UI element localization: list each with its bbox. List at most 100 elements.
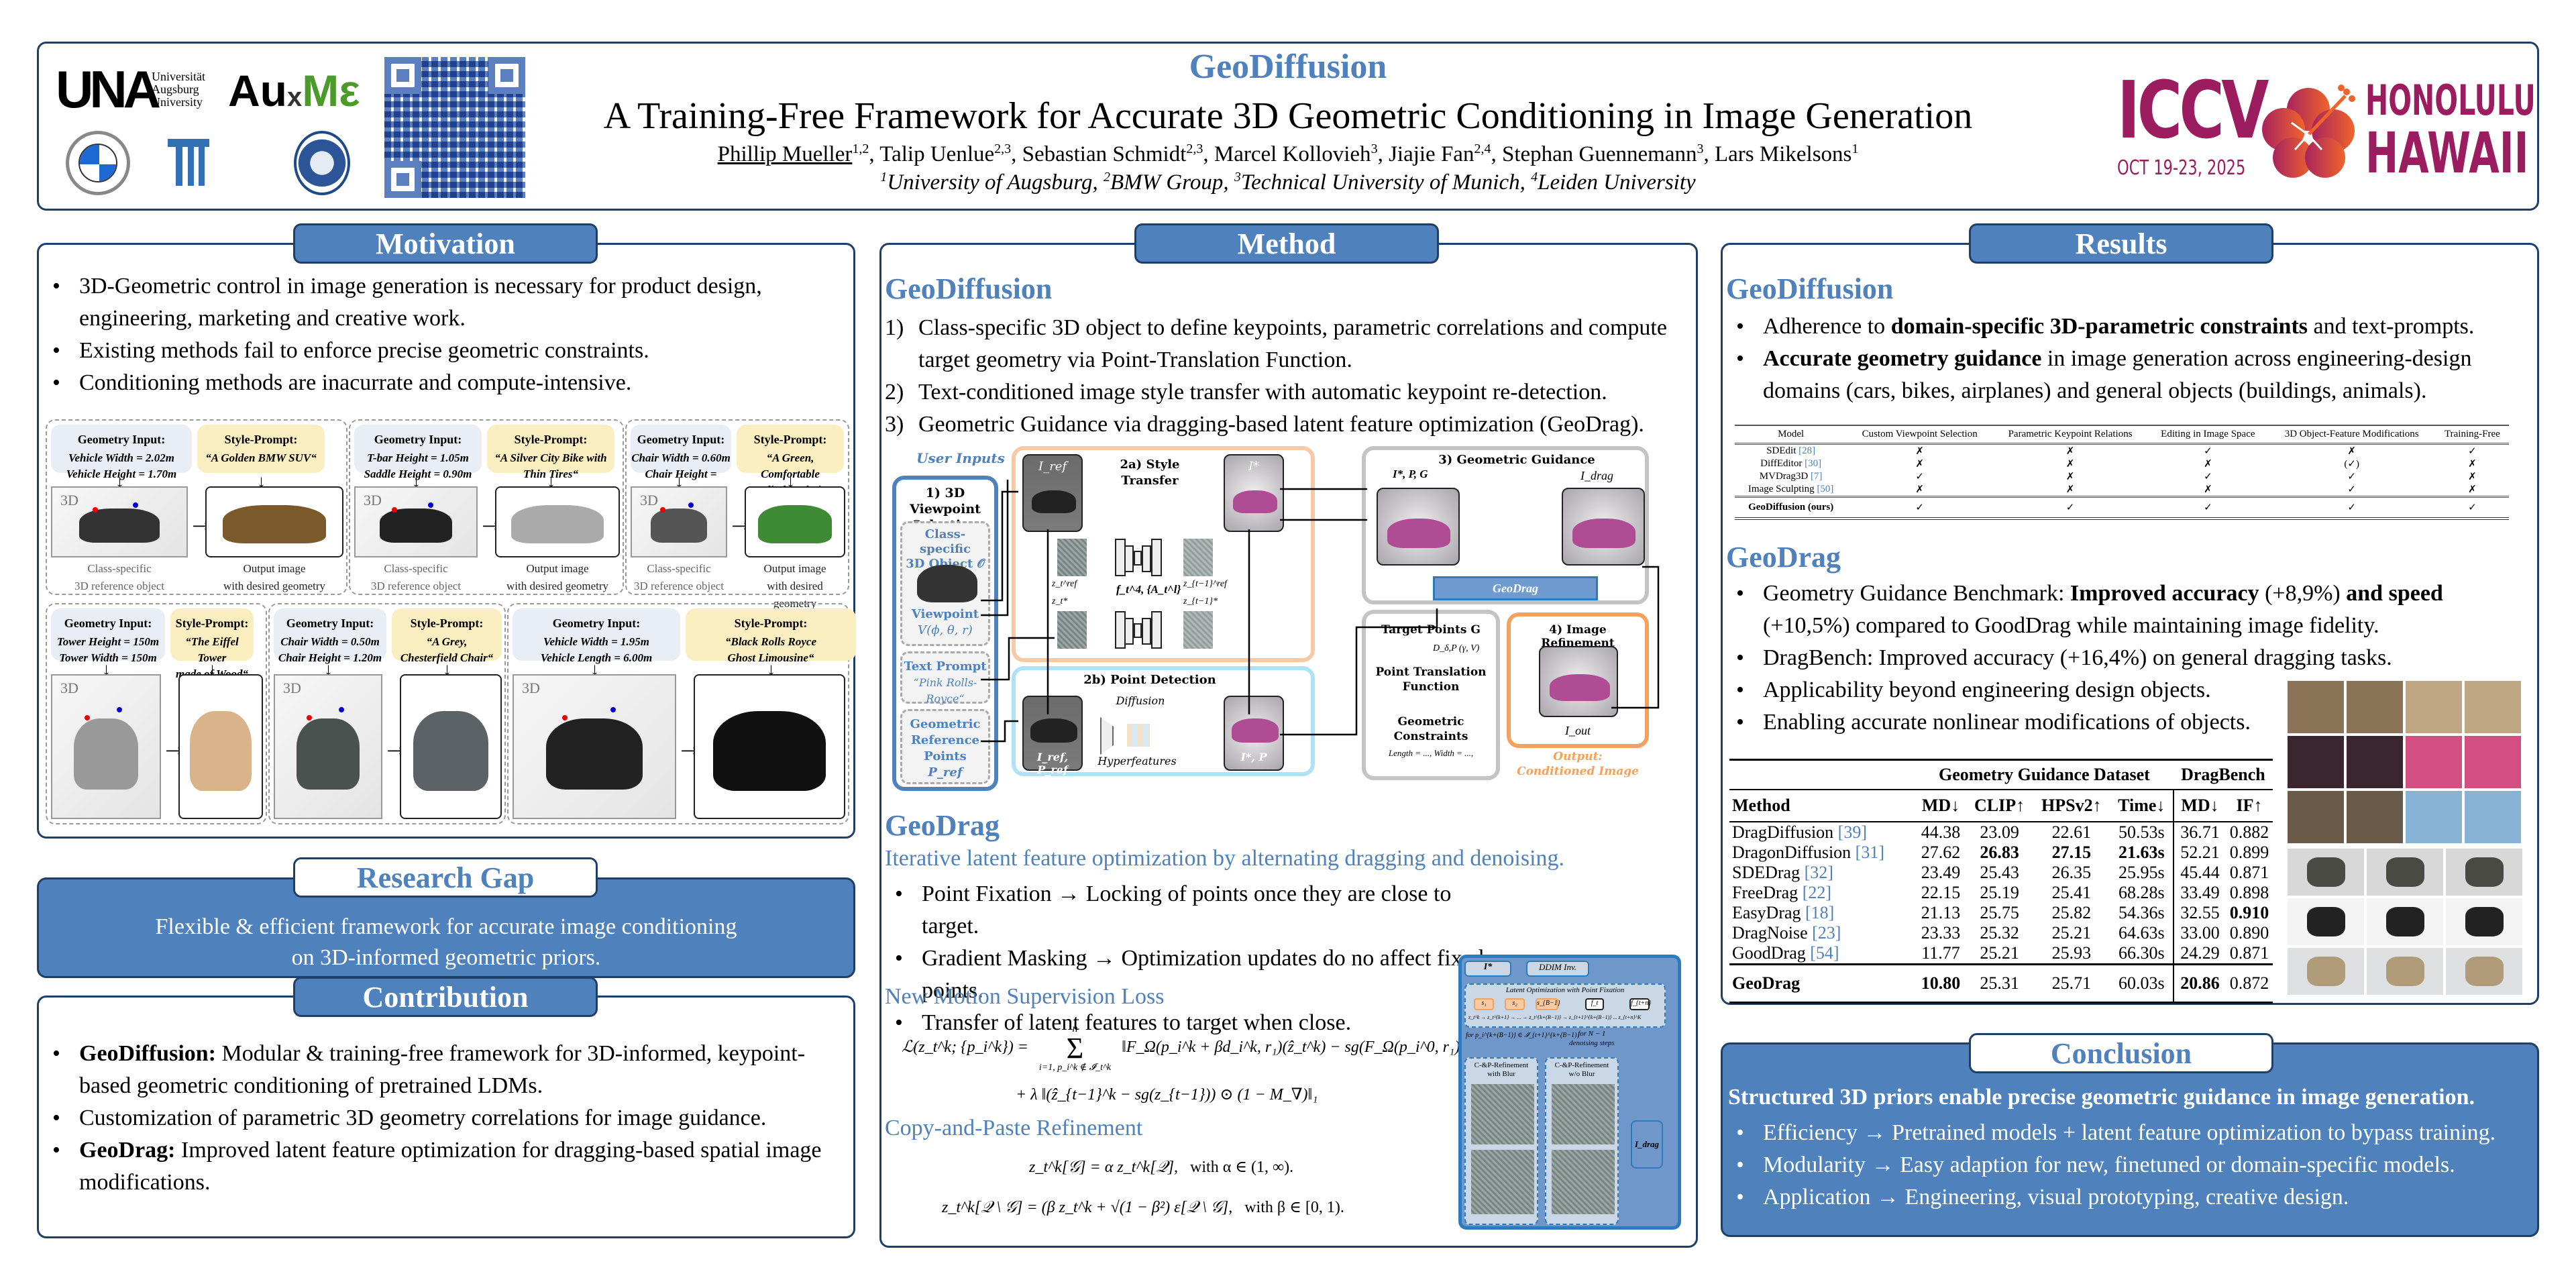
keypoint-marker: [562, 715, 568, 721]
results-panel: GeoDiffusion Adherence to domain-specifi…: [1721, 243, 2539, 1005]
arrow-down-icon: ↓: [786, 472, 795, 491]
reference-3d-box: 3D: [51, 486, 188, 557]
reference-3d-box: 3D: [51, 674, 161, 819]
motivation-bullets: 3D-Geometric control in image generation…: [39, 270, 830, 399]
geodrag-bullets: Point Fixation → Locking of points once …: [881, 878, 1499, 1039]
table-row: MVDrag3D [7]✓✗✓✓✗: [1759, 471, 2477, 482]
motivation-bullet: 3D-Geometric control in image generation…: [39, 270, 830, 335]
tum-logo: [168, 139, 209, 186]
text-prompt-box: Text Prompt“Pink Rolls-Royce“: [900, 651, 990, 705]
target-marker: [338, 706, 344, 712]
results-geodrag-title: GeoDrag: [1726, 541, 1841, 574]
unet-block: [1142, 618, 1151, 645]
loss-equation-line2: + λ ‖(ẑ_{t−1}^k − sg(z_{t−1})) ⊙ (1 − M_…: [1016, 1086, 1318, 1104]
dragbench-example-image: [2465, 791, 2521, 843]
reference-object: [651, 508, 707, 543]
image-refinement-box: 4) Image Refinement I_out: [1507, 612, 1649, 748]
diagram-connectors: [981, 480, 1660, 743]
qr-code[interactable]: [384, 57, 525, 198]
i-star-keypoints-image: I*, P: [1224, 696, 1284, 771]
method-step: 3)Geometric Guidance via dragging-based …: [885, 412, 1644, 437]
author: Jiajie Fan2,4,: [1389, 142, 1502, 166]
conclusion-panel: Structured 3D priors enable precise geom…: [1721, 1042, 2539, 1237]
unet-block: [1134, 551, 1142, 566]
affiliations: 1University of Augsburg, 2BMW Group, 3Te…: [39, 170, 2537, 195]
keypoint-marker: [93, 506, 98, 513]
reference-3d-box: 3D: [631, 486, 727, 557]
dragbench-example-image: [2347, 791, 2403, 843]
feature-column-header: 3D Object-Feature Modifications: [2284, 429, 2419, 439]
dragbench-example-image: [2288, 736, 2344, 788]
author: Marcel Kollovieh3,: [1214, 142, 1389, 166]
results-heading: Results: [1969, 223, 2273, 264]
reference-object: [74, 718, 138, 790]
conclusion-bullet: Application → Engineering, visual protot…: [1723, 1181, 2528, 1214]
dragbench-example-image: [2406, 736, 2462, 788]
keypoint-marker: [307, 715, 313, 721]
author: Talip Uenlue2,3,: [879, 142, 1022, 166]
reference-car-3d: [917, 565, 977, 602]
arrow-down-icon: ↓: [208, 659, 217, 679]
i-ref-keypoints-image: I_ref, P_ref: [1022, 696, 1083, 776]
unet-block: [1142, 545, 1151, 572]
keypoints-targets-image: [1377, 488, 1460, 566]
style-prompt: Style-Prompt:“A Golden BMW SUV“: [197, 425, 325, 473]
unet-block: [1124, 545, 1134, 572]
arrow-down-icon: ↓: [767, 659, 775, 679]
reference-3d-box: 3D: [274, 674, 382, 819]
keypoint-marker: [660, 506, 665, 513]
arrow-down-icon: ↓: [324, 659, 333, 679]
results-geodiffusion-bullets: Adherence to domain-specific 3D-parametr…: [1723, 311, 2521, 407]
iccv-2025-logo: ICCV OCT 19-23, 2025 HONOLULU HAWAII: [2117, 64, 2536, 186]
generated-object: [223, 504, 326, 543]
attention-features: f_t^4, {A_t^l}: [1116, 583, 1181, 596]
conclusion-lead: Structured 3D priors enable precise geom…: [1728, 1085, 2475, 1110]
loss-equation: ℒ(z_t^k; {p_i^k}) = n Σ i=1, p_i^k ∉ 𝓘_t…: [902, 1023, 1505, 1073]
results-bullet: Adherence to domain-specific 3D-parametr…: [1723, 311, 2521, 343]
poster-title: A Training-Free Framework for Accurate 3…: [603, 95, 1973, 137]
contribution-bullet: Customization of parametric 3D geometry …: [39, 1102, 844, 1134]
conclusion-bullet: Modularity → Easy adaption for new, fine…: [1723, 1149, 2528, 1181]
generated-object: [757, 504, 833, 543]
target-marker: [133, 502, 138, 508]
geometry-edit-example-image: [2367, 948, 2443, 995]
author: Stephan Guennemann3,: [1501, 142, 1715, 166]
hibiscus-icon: [2258, 83, 2359, 183]
leiden-university-seal: [294, 131, 350, 195]
geometry-edit-example-image: [2367, 898, 2443, 945]
target-marker: [688, 502, 694, 508]
results-geodrag-bullets: Geometry Guidance Benchmark: Improved ac…: [1723, 578, 2521, 739]
auxme-logo: AuxMε: [228, 66, 360, 115]
arrow-down-icon: ↓: [257, 472, 266, 491]
results-bullet: DragBench: Improved accuracy (+16,4%) on…: [1723, 642, 2521, 674]
geodrag-subtitle: Iterative latent feature optimization by…: [885, 846, 1565, 871]
method-geodiffusion-title: GeoDiffusion: [885, 272, 1053, 305]
i-drag-output: I_drag: [1631, 1120, 1663, 1169]
unet-block: [1151, 539, 1162, 576]
affiliation: 2BMW Group,: [1103, 170, 1234, 195]
conclusion-heading: Conclusion: [1969, 1033, 2273, 1073]
style-prompt: Style-Prompt:“A Green, ComfortableReclin…: [737, 425, 844, 496]
geometry-edit-example-image: [2446, 849, 2522, 896]
contribution-bullet: GeoDiffusion: Modular & training-free fr…: [39, 1038, 844, 1102]
bench-column-header: MD↓: [2181, 796, 2219, 815]
research-gap-panel: Flexible & efficient framework for accur…: [37, 877, 855, 978]
